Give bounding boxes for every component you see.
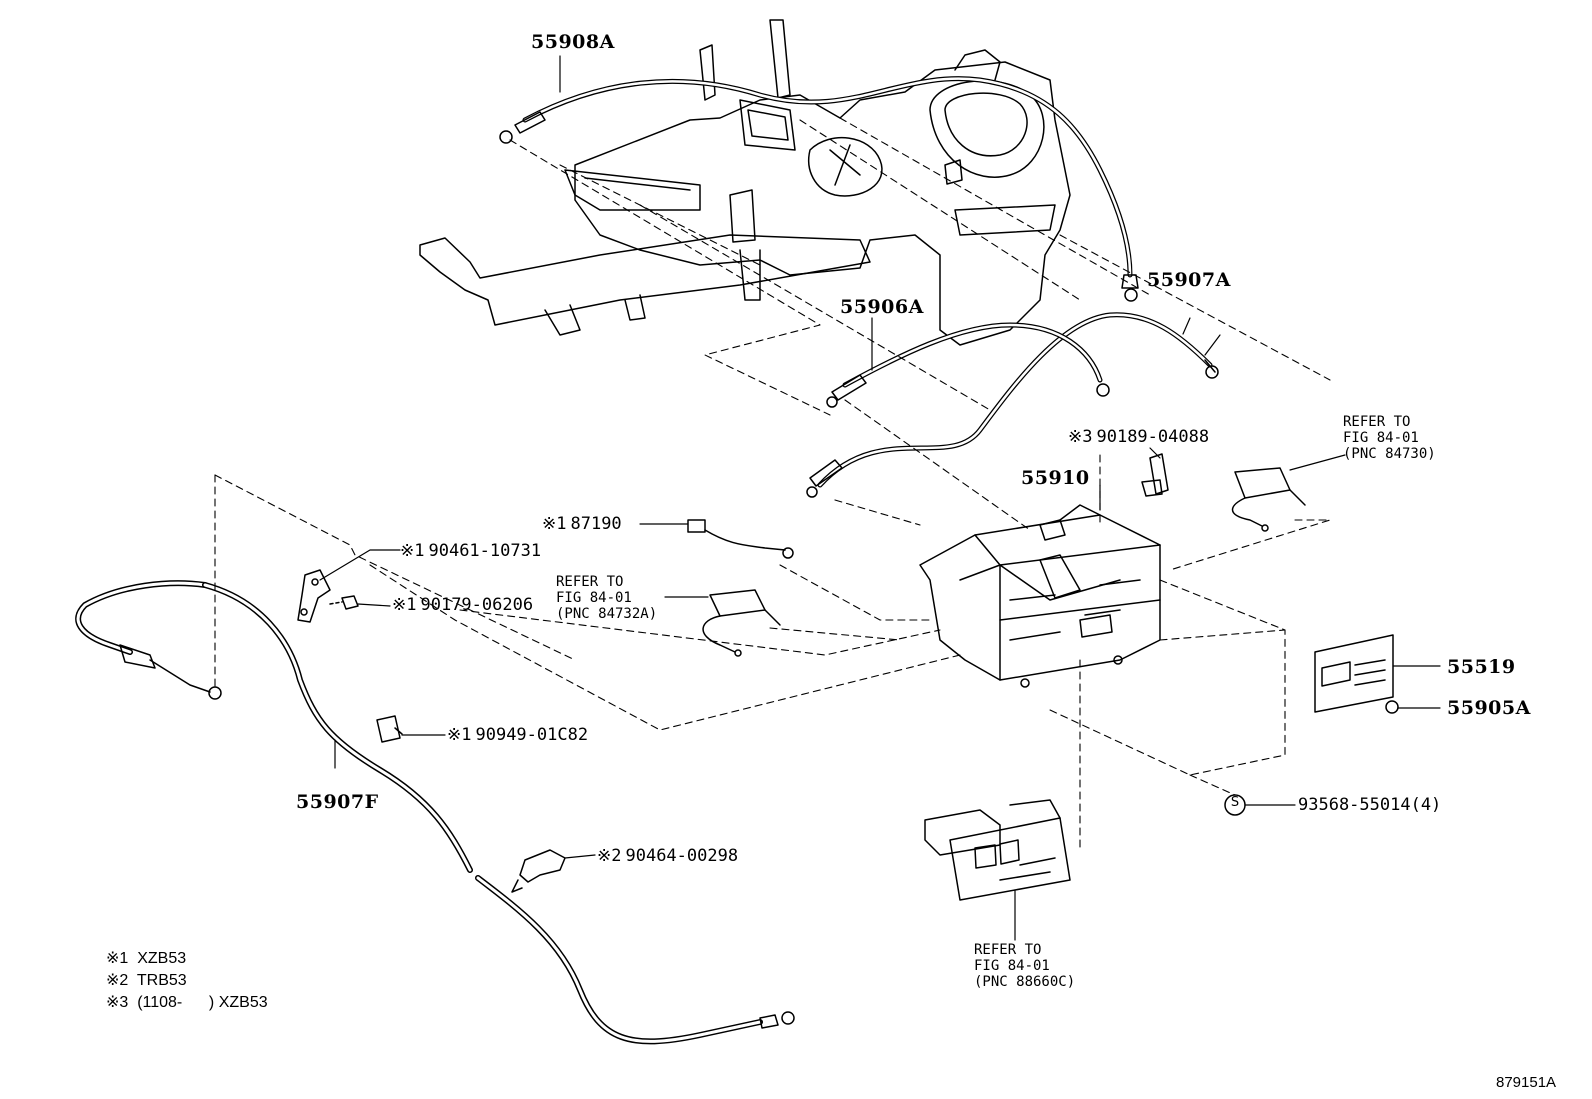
legend-note-3: ※3 (1108- ) XZB53 [106, 994, 268, 1011]
part-label-55905a: 55905A [1447, 697, 1531, 719]
reference-fig-84-01-pnc-84732a: REFER TO FIG 84-01 (PNC 84732A) [556, 574, 658, 622]
clip-90949-01c82 [376, 715, 403, 743]
part-number: 87190 [570, 514, 622, 534]
marker-3: ※3 [1068, 427, 1093, 447]
part-label-55907a: 55907A [1147, 269, 1231, 291]
legend-note-2: ※2 TRB53 [106, 972, 187, 989]
nut-90179-06206 [329, 595, 359, 610]
part-number: 90949-01C82 [475, 725, 589, 745]
reference-fig-84-01-pnc-84730: REFER TO FIG 84-01 (PNC 84730) [1343, 414, 1436, 462]
part-number: 90189-04088 [1096, 427, 1210, 447]
part-number: 90461-10731 [428, 541, 542, 561]
harness-55908a [499, 55, 1139, 302]
screw-marker-s-label: S [1230, 795, 1240, 810]
clip-90189-04088 [1141, 453, 1169, 497]
part-label-55910: 55910 [1021, 467, 1090, 489]
switch-84730 [1231, 467, 1306, 532]
marker-1: ※1 [400, 541, 425, 561]
harness-55907a [806, 312, 1219, 498]
marker-1: ※1 [392, 595, 417, 615]
switch-84732a [702, 589, 781, 657]
part-label-55519: 55519 [1447, 656, 1516, 678]
clamp-90461-10731 [297, 569, 331, 623]
assembly-dashed-lines [214, 117, 1331, 851]
part-label-55908a: 55908A [531, 31, 615, 53]
connector-87190 [687, 519, 794, 559]
part-label-55907f: 55907F [296, 791, 379, 813]
reference-fig-84-01-pnc-88660c: REFER TO FIG 84-01 (PNC 88660C) [974, 942, 1076, 990]
part-label-55906a: 55906A [840, 296, 924, 318]
harness-55906a [826, 317, 1110, 408]
legend-note-1: ※1 XZB53 [106, 950, 187, 967]
part-label-93568-55014: 93568-55014(4) [1298, 795, 1442, 815]
marker-1: ※1 [542, 514, 567, 534]
cable-55907f [75, 580, 795, 1045]
grommet-55905a [1385, 700, 1441, 714]
bracket-55910 [919, 504, 1161, 688]
marker-2: ※2 [597, 846, 622, 866]
control-head-88660c [924, 799, 1071, 901]
clamp-90464-00298 [511, 849, 566, 893]
leader-lines [319, 334, 1346, 941]
figure-code: 879151A [1496, 1074, 1557, 1091]
marker-1: ※1 [447, 725, 472, 745]
part-number: 90179-06206 [420, 595, 534, 615]
part-number: 90464-00298 [625, 846, 739, 866]
label-plate-55519 [1314, 634, 1441, 713]
heater-unit-assembly [419, 19, 1071, 346]
